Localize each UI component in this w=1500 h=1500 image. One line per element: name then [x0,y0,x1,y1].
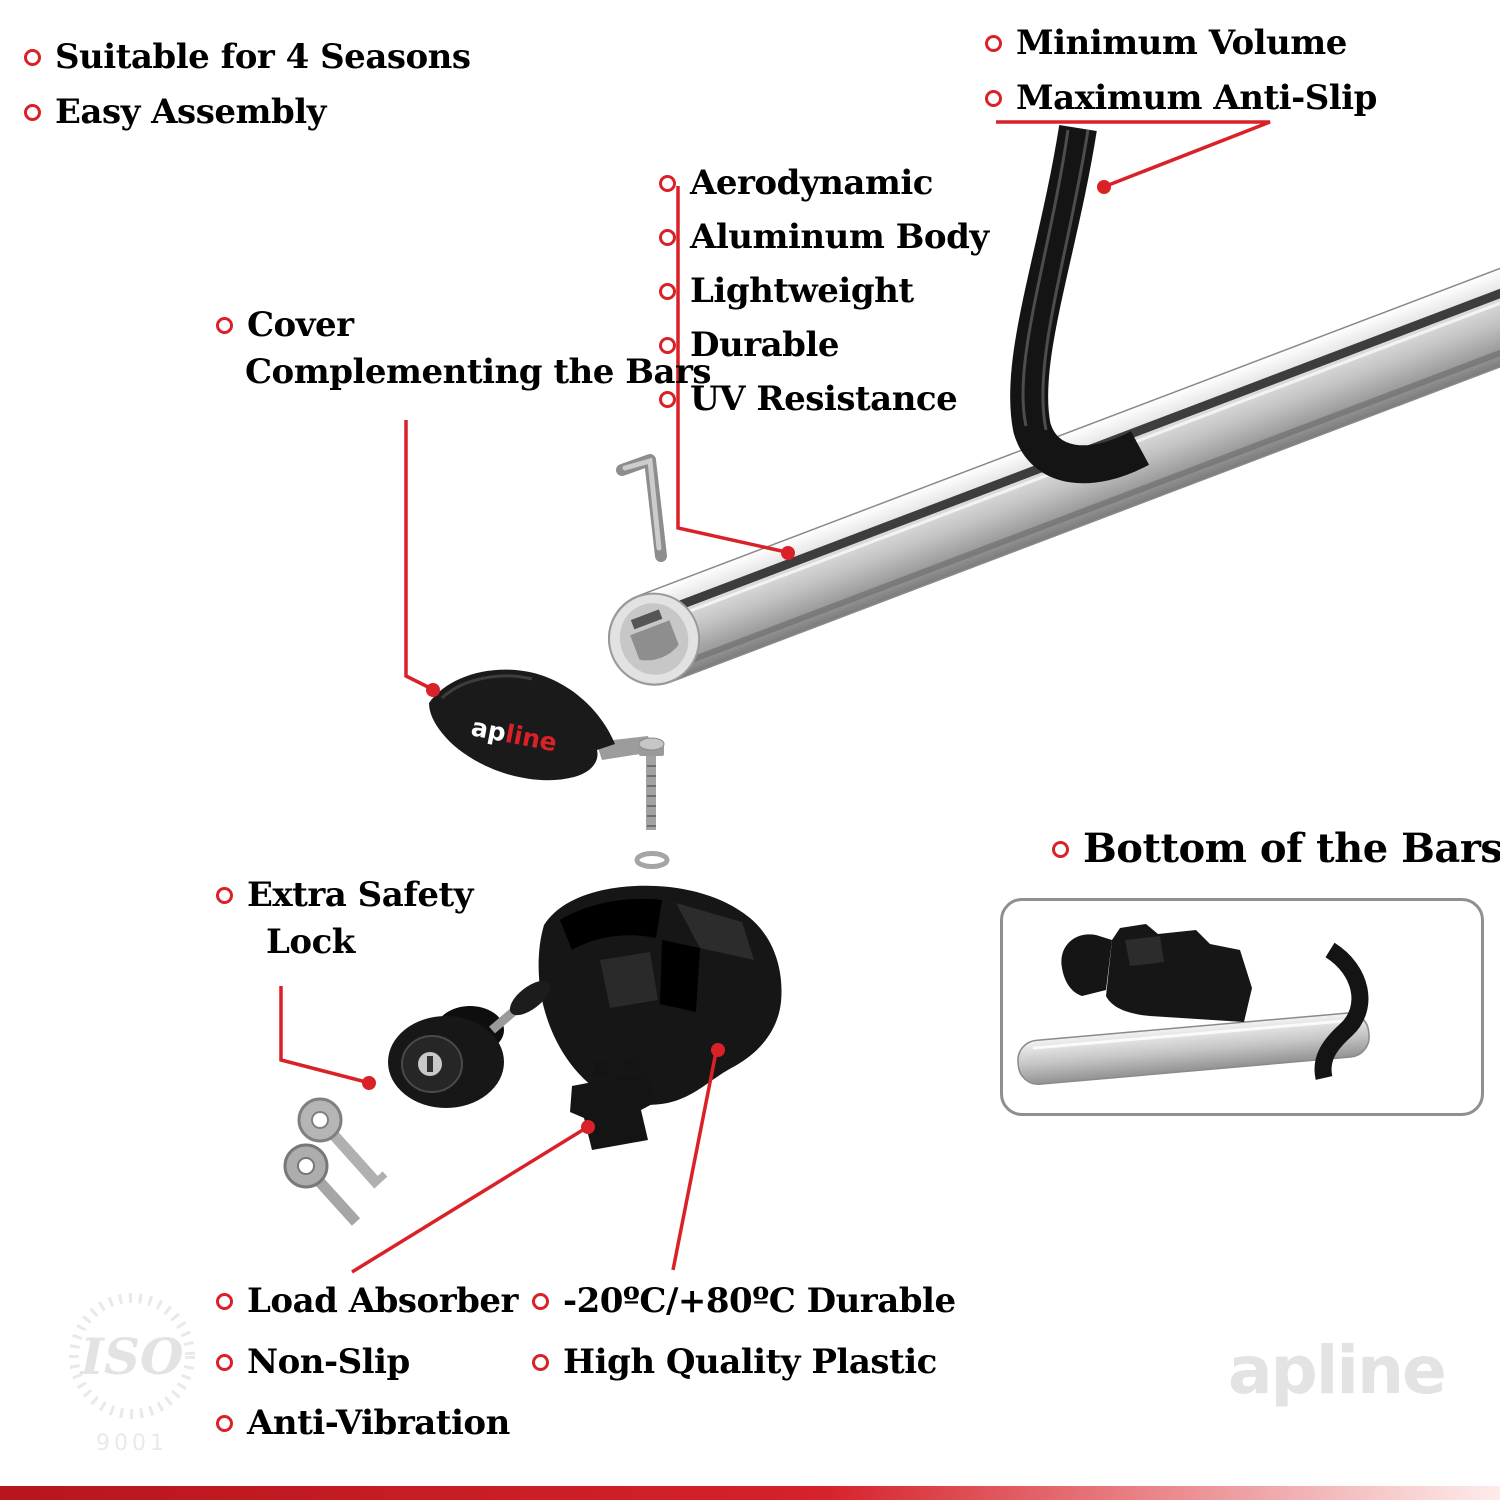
callout-item: -20ºC/+80ºC Durable [532,1281,956,1321]
bullet-icon [659,229,676,247]
callout-item: Suitable for 4 Seasons [24,37,471,77]
callout-label: Load Absorber [247,1281,518,1321]
callout-item: Minimum Volume [985,23,1377,63]
bullet-icon [216,317,233,335]
callout-label: Non-Slip [247,1342,410,1383]
callout-label: High Quality Plastic [563,1342,937,1383]
callout-item: Durable [659,326,989,365]
iso-watermark: ISO 9001 [52,1282,212,1466]
callout-label: Cover [247,305,354,345]
callout-foot-left: Load Absorber Non-Slip Anti-Vibration [216,1281,518,1459]
callout-item: Bottom of the Bars [1052,826,1500,872]
callout-label: -20ºC/+80ºC Durable [563,1281,956,1321]
bar-end-cap [608,592,701,686]
cover-metal-tab [596,736,653,760]
rubber-strip [1010,125,1150,484]
load-absorber-pad [570,1057,656,1150]
keys [283,1097,388,1226]
bullet-icon [1052,840,1069,858]
callout-cover: Cover Complementing the Bars [216,305,712,408]
allen-key [616,454,667,562]
callout-top-right: Minimum Volume Maximum Anti-Slip [985,23,1377,134]
bullet-icon [532,1354,549,1372]
callout-safety-lock: Extra Safety Lock [216,875,473,978]
bullet-icon [216,887,233,905]
callout-item: High Quality Plastic [532,1342,956,1383]
callout-line-load-absorber [351,1126,587,1274]
bullet-icon [659,391,676,409]
callout-label: Durable [690,325,839,366]
bullet-icon [985,35,1002,53]
callout-item: Non-Slip [216,1342,518,1383]
callout-label: Easy Assembly [55,92,326,133]
callout-item: UV Resistance [659,380,989,419]
footer-accent-bar [0,1486,1500,1500]
bullet-icon [985,90,1002,108]
callout-bottom-of-bars: Bottom of the Bars [1052,826,1500,888]
callout-item: Anti-Vibration [216,1404,518,1443]
callout-label: Aerodynamic [690,163,933,203]
callout-foot-right: -20ºC/+80ºC Durable High Quality Plastic [532,1281,956,1398]
bullet-icon [659,337,676,355]
bar-cover: apline [429,669,615,781]
callout-label: Complementing the Bars [245,352,712,393]
cover-logo: apline [469,712,560,757]
callout-label: Lock [266,922,355,963]
callout-item: Cover [216,305,711,345]
callout-label: UV Resistance [690,379,958,420]
bolt [638,737,665,830]
callout-label: Lightweight [690,271,914,312]
callout-item: Aerodynamic [659,163,989,203]
callout-item: Load Absorber [216,1281,518,1321]
bullet-icon [24,49,41,67]
cover-logo-ap: ap [469,712,509,747]
foot-bracket [538,885,782,1105]
bullet-icon [532,1293,549,1311]
callout-item: Complementing the Bars [216,352,712,393]
callout-item: Easy Assembly [24,92,471,133]
callout-label: Suitable for 4 Seasons [55,37,471,77]
callout-top-left: Suitable for 4 Seasons Easy Assembly [24,37,471,148]
iso-subtitle: 9001 [96,1431,168,1456]
bullet-icon [216,1293,233,1311]
iso-title: ISO [78,1327,183,1386]
callout-label: Maximum Anti-Slip [1016,78,1377,119]
callout-line-durable [671,1051,718,1271]
callout-item: Maximum Anti-Slip [985,78,1377,119]
bullet-icon [24,104,41,122]
bullet-icon [659,283,676,301]
washer [634,851,670,869]
brand-watermark: apline [1228,1332,1447,1409]
callout-item: Lightweight [659,272,989,311]
callout-label: Minimum Volume [1016,23,1347,63]
callout-label: Extra Safety [247,875,473,915]
callout-line-lock [279,986,367,1084]
safety-lock [388,980,551,1108]
cover-logo-line: line [503,719,559,757]
bullet-icon [216,1354,233,1372]
callout-bar-features: Aerodynamic Aluminum Body Lightweight Du… [659,163,989,434]
callout-line-cover [404,420,431,690]
callout-item: Lock [216,922,473,963]
callout-label: Aluminum Body [690,217,989,258]
bottom-of-bars-inset [1000,898,1484,1116]
callout-item: Aluminum Body [659,217,989,258]
bullet-icon [216,1415,233,1433]
callout-label: Anti-Vibration [247,1403,510,1444]
callout-label: Bottom of the Bars [1083,825,1500,872]
bullet-icon [659,175,676,193]
callout-item: Extra Safety [216,875,473,915]
